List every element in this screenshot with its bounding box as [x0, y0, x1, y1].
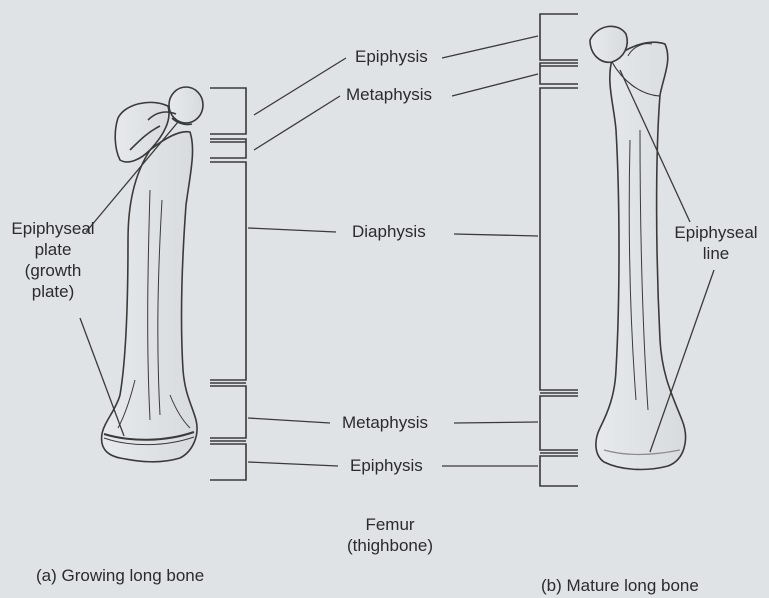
- growing-femur: [102, 87, 203, 462]
- right-region-brackets: [540, 14, 578, 486]
- label-epiphysis-bottom: Epiphysis: [350, 456, 423, 476]
- line-label-line-2: line: [666, 243, 766, 264]
- left-region-brackets: [210, 88, 246, 480]
- plate-label-line-1: Epiphyseal: [8, 218, 98, 239]
- bone-name: Femur: [330, 514, 450, 535]
- plate-label-line-4: plate): [8, 281, 98, 302]
- mature-femur-head: [590, 26, 627, 62]
- caption-mature: (b) Mature long bone: [541, 576, 699, 596]
- caption-growing: (a) Growing long bone: [36, 566, 204, 586]
- growing-femur-head: [169, 87, 203, 123]
- line-label-line-1: Epiphyseal: [666, 222, 766, 243]
- label-metaphysis-bottom: Metaphysis: [342, 413, 428, 433]
- label-metaphysis-top: Metaphysis: [346, 85, 432, 105]
- label-diaphysis: Diaphysis: [352, 222, 426, 242]
- plate-label-line-2: plate: [8, 239, 98, 260]
- bone-common-name: (thighbone): [330, 535, 450, 556]
- label-epiphysis-top: Epiphysis: [355, 47, 428, 67]
- label-epiphyseal-line: Epiphyseal line: [666, 222, 766, 264]
- label-femur: Femur (thighbone): [330, 514, 450, 556]
- label-epiphyseal-plate: Epiphyseal plate (growth plate): [8, 218, 98, 302]
- plate-label-line-3: (growth: [8, 260, 98, 281]
